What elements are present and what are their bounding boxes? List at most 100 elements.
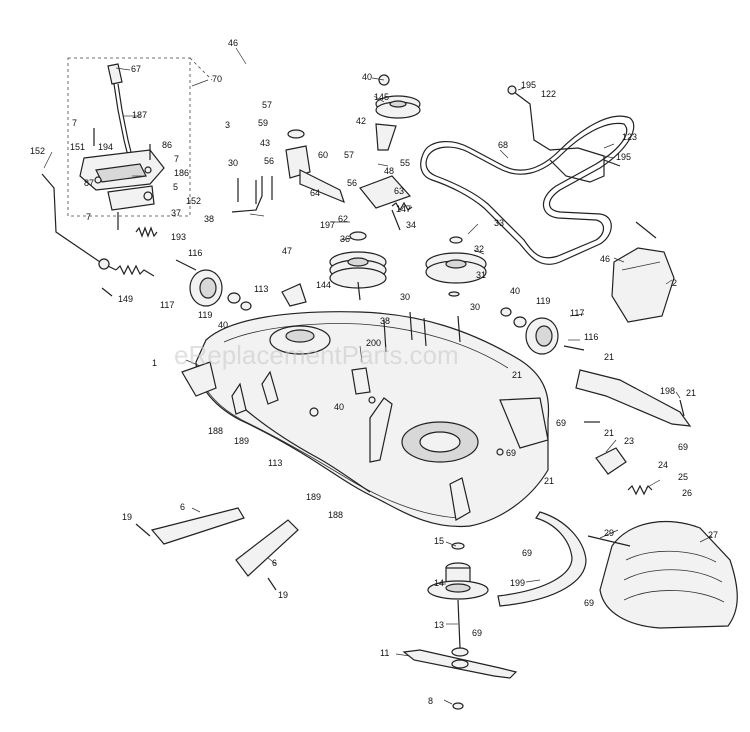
callout: 5 xyxy=(173,182,178,192)
callout: 186 xyxy=(174,168,189,178)
deflector-27 xyxy=(587,520,738,629)
callout: 197 xyxy=(320,220,335,230)
callout: 189 xyxy=(306,492,321,502)
callout: 187 xyxy=(132,110,147,120)
callout: 38 xyxy=(380,316,390,326)
callout: 152 xyxy=(30,146,45,156)
callout: 57 xyxy=(344,150,354,160)
callout: 30 xyxy=(470,302,480,312)
callout: 69 xyxy=(556,418,566,428)
callout: 59 xyxy=(258,118,268,128)
bracket-23 xyxy=(595,447,653,496)
callout: 198 xyxy=(660,386,675,396)
callout: 43 xyxy=(260,138,270,148)
callout: 31 xyxy=(476,270,486,280)
callout: 200 xyxy=(366,338,381,348)
callout: 189 xyxy=(234,436,249,446)
callout: 67 xyxy=(131,64,141,74)
belt-cover-2 xyxy=(611,221,675,323)
belt-guide-123 xyxy=(507,85,621,183)
callout: 19 xyxy=(278,590,288,600)
callout: 40 xyxy=(362,72,372,82)
callout: 48 xyxy=(384,166,394,176)
callout: 188 xyxy=(328,510,343,520)
left-gauge-wheel xyxy=(175,259,252,311)
callout: 32 xyxy=(474,244,484,254)
lift-cable xyxy=(41,173,155,297)
callout: 199 xyxy=(510,578,525,588)
callout: 117 xyxy=(570,308,584,318)
callout: 116 xyxy=(584,332,598,342)
callout: 86 xyxy=(162,140,172,150)
callout: 69 xyxy=(506,448,516,458)
callout: 147 xyxy=(396,204,411,214)
callout: 69 xyxy=(678,442,688,452)
callout: 25 xyxy=(678,472,688,482)
callout: 123 xyxy=(622,132,637,142)
callout: 87 xyxy=(84,178,94,188)
callout: 37 xyxy=(171,208,181,218)
callout: 21 xyxy=(686,388,696,398)
callout: 3 xyxy=(225,120,230,130)
callout: 69 xyxy=(584,598,594,608)
blade-11 xyxy=(402,649,518,710)
callout: 30 xyxy=(400,292,410,302)
callout: 7 xyxy=(86,212,91,222)
callout: 24 xyxy=(658,460,668,470)
callout: 70 xyxy=(212,74,222,84)
callout: 29 xyxy=(604,528,614,538)
callout: 55 xyxy=(400,158,410,168)
lift-arm-6-lower xyxy=(235,519,299,591)
callout: 7 xyxy=(72,118,77,128)
callout: 68 xyxy=(498,140,508,150)
callout: 193 xyxy=(171,232,186,242)
baffle-198 xyxy=(575,369,692,427)
callout: 36 xyxy=(340,234,350,244)
callout: 64 xyxy=(310,188,320,198)
callout: 116 xyxy=(188,248,202,258)
watermark: eReplacementParts.com xyxy=(174,340,459,370)
callout: 34 xyxy=(406,220,416,230)
callout: 6 xyxy=(272,558,277,568)
callout: 14 xyxy=(434,578,444,588)
callout: 60 xyxy=(318,150,328,160)
callout: 149 xyxy=(118,294,133,304)
callout: 11 xyxy=(380,648,389,658)
callout: 151 xyxy=(70,142,85,152)
callout: 42 xyxy=(356,116,366,126)
callout: 113 xyxy=(254,284,268,294)
callout: 23 xyxy=(624,436,634,446)
callout: 69 xyxy=(472,628,482,638)
callout: 195 xyxy=(521,80,536,90)
drive-belt-68 xyxy=(420,115,635,265)
lift-arm-6-upper xyxy=(135,507,245,545)
bolts-30-38 xyxy=(231,176,461,353)
callout: 19 xyxy=(122,512,132,522)
callout: 119 xyxy=(536,296,550,306)
callout: 15 xyxy=(434,536,444,546)
callout: 21 xyxy=(544,476,554,486)
pulley-36 xyxy=(329,231,387,301)
callout: 113 xyxy=(268,458,282,468)
callout: 56 xyxy=(264,156,274,166)
callout: 33 xyxy=(494,218,504,228)
callout: 27 xyxy=(708,530,718,540)
spindle-assembly-14 xyxy=(427,542,489,657)
callout: 7 xyxy=(174,154,179,164)
callout: 2 xyxy=(672,278,677,288)
callout: 152 xyxy=(186,196,201,206)
mower-deck-housing xyxy=(181,311,550,528)
callout: 38 xyxy=(204,214,214,224)
callout: 122 xyxy=(541,89,556,99)
callout: 21 xyxy=(604,428,614,438)
callout: 6 xyxy=(180,502,185,512)
pulley-32 xyxy=(425,236,487,297)
lift-lever-assembly xyxy=(67,57,213,238)
callout: 30 xyxy=(228,158,238,168)
callout: 1 xyxy=(152,358,157,368)
callout: 21 xyxy=(512,370,522,380)
callout: 195 xyxy=(616,152,631,162)
callout: 62 xyxy=(338,214,348,224)
callout: 40 xyxy=(334,402,344,412)
